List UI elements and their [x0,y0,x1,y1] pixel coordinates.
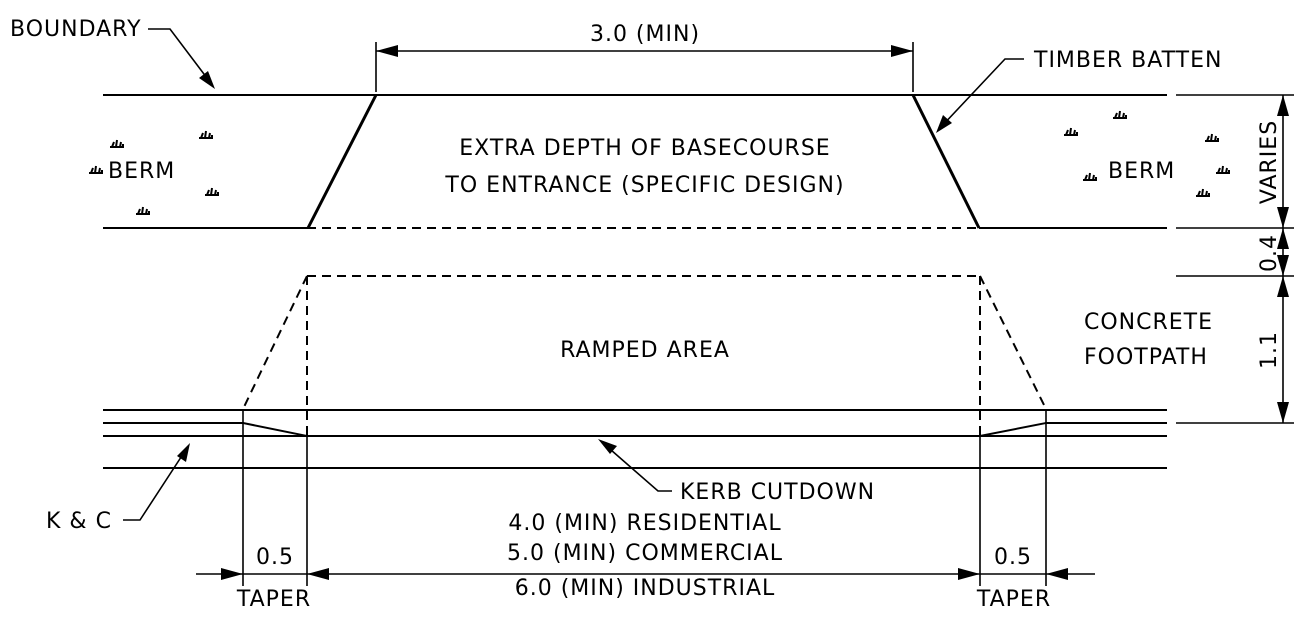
boundary-arrow [199,71,215,89]
k-and-c-arrow [177,443,190,462]
taper-left-label: TAPER [236,587,311,612]
taper-right-dim: 0.5 [994,545,1032,570]
grass-tuft-icon [135,206,151,215]
k-and-c-leader [123,447,188,521]
arrow-04-top [1277,228,1289,249]
kerb-cutdown-leader [602,442,672,492]
grass-tuft-icon [1195,188,1211,197]
kerb-taper-right [978,421,1048,438]
extra-depth-line1: EXTRA DEPTH OF BASECOURSE [459,136,830,161]
grass-tuft-icon [1215,165,1231,174]
berm-label-right: BERM [1108,159,1175,184]
arrow-04-bottom [1277,255,1289,276]
arrow-varies-top [1277,95,1289,116]
arrow-left [376,45,398,57]
arrow-taper-right-in [1046,568,1068,580]
grass-tuft-icon [109,139,125,148]
taper-left-dim: 0.5 [256,545,294,570]
taper-left-dashed [242,275,308,410]
taper-right-dashed [979,275,1047,410]
k-and-c-label: K & C [46,509,112,534]
grass-tuft-icon [198,130,214,139]
arrow-main-left [307,568,329,580]
taper-right-label: TAPER [976,587,1051,612]
grass-tuft-icon [1082,172,1098,181]
width-min-label: 3.0 (MIN) [590,22,700,47]
kerb-cutdown-label: KERB CUTDOWN [680,480,875,505]
kerb-taper-left [241,421,309,438]
timber-batten-arrow [936,115,952,133]
residential-label: 4.0 (MIN) RESIDENTIAL [508,511,781,536]
dim-11: 1.1 [1257,331,1282,369]
grass-tuft-icon [1063,127,1079,136]
boundary-label: BOUNDARY [10,17,142,42]
grass-tuft-icon [1112,110,1128,119]
berm-label-left: BERM [108,159,175,184]
grass-tuft-icon [204,187,220,196]
grass-tuft-icon [88,165,104,174]
arrow-11-top [1277,276,1289,297]
commercial-label: 5.0 (MIN) COMMERCIAL [507,541,783,566]
arrow-varies-bottom [1277,207,1289,228]
arrow-right [891,45,913,57]
dim-04: 0.4 [1257,234,1282,272]
grass-tuft-icon [1204,133,1220,142]
basecourse-left-side [306,94,378,229]
dim-varies: VARIES [1257,120,1282,204]
concrete-footpath-line2: FOOTPATH [1084,345,1208,370]
arrow-taper-left-in [221,568,243,580]
concrete-footpath-line1: CONCRETE [1084,310,1213,335]
ramped-area-label: RAMPED AREA [560,338,730,363]
arrow-main-right [958,568,980,580]
timber-batten-line [911,94,981,229]
timber-batten-label: TIMBER BATTEN [1033,48,1222,73]
extra-depth-line2: TO ENTRANCE (SPECIFIC DESIGN) [444,173,844,198]
industrial-label: 6.0 (MIN) INDUSTRIAL [515,576,776,601]
arrow-11-bottom [1277,402,1289,423]
timber-batten-leader [939,58,1024,129]
kerb-cutdown-arrow [598,439,617,454]
boundary-leader [148,28,214,87]
